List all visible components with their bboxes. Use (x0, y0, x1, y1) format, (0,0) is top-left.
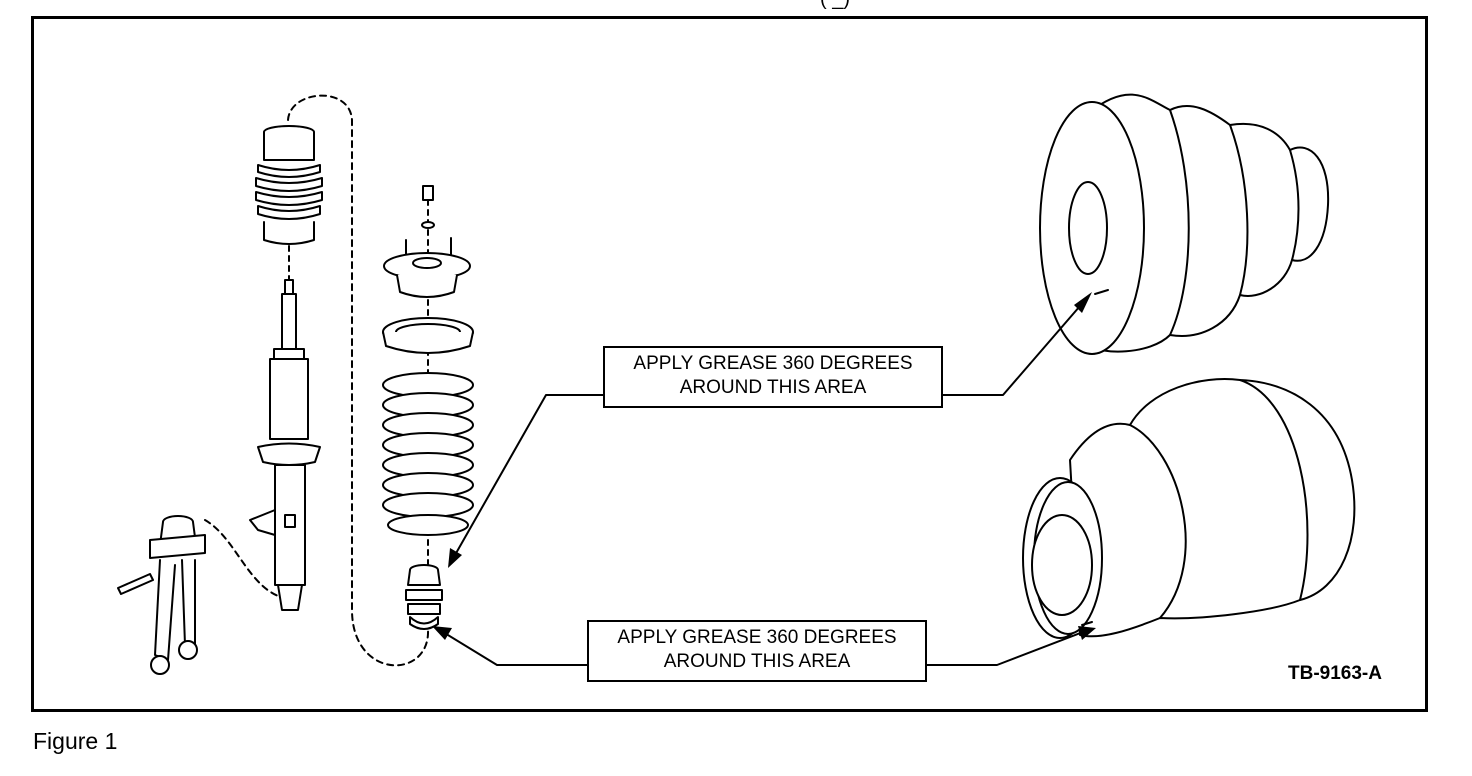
arrowhead-top-left (448, 548, 462, 568)
figure-code-label: TB-9163-A (1288, 663, 1382, 684)
leader-line-top (454, 394, 605, 556)
strut-shock-part (249, 279, 321, 611)
lower-arm-part (117, 515, 206, 675)
dust-boot-part (255, 125, 323, 245)
cut-off-heading-text: ( _) (820, 0, 850, 11)
callout-bottom-line-1: APPLY GREASE 360 DEGREES (617, 627, 897, 648)
leader-line-bottom-right (926, 631, 1084, 666)
callout-top-line-2: AROUND THIS AREA (679, 377, 867, 398)
jounce-bumper-lower-enlarged (1022, 378, 1356, 639)
coil-spring-part (382, 372, 474, 536)
spring-seat-part (382, 317, 474, 354)
leader-line-top-right (942, 305, 1081, 396)
arrowhead-bottom-right (1078, 626, 1096, 640)
jounce-bumper-upper-enlarged (1039, 93, 1330, 355)
callout-top-line-1: APPLY GREASE 360 DEGREES (633, 353, 913, 374)
assembly-path-line (287, 94, 430, 667)
grease-callout-top: APPLY GREASE 360 DEGREES AROUND THIS ARE… (603, 346, 943, 408)
jounce-bumper-small-part (405, 564, 443, 630)
arrowhead-top-right (1074, 292, 1092, 313)
leader-line-bottom (442, 631, 589, 666)
figure-caption: Figure 1 (33, 728, 118, 754)
callout-bottom-line-2: AROUND THIS AREA (663, 651, 851, 672)
upper-mount-part (383, 185, 471, 298)
arrowhead-bottom-left (432, 626, 452, 640)
grease-callout-bottom: APPLY GREASE 360 DEGREES AROUND THIS ARE… (587, 620, 927, 682)
